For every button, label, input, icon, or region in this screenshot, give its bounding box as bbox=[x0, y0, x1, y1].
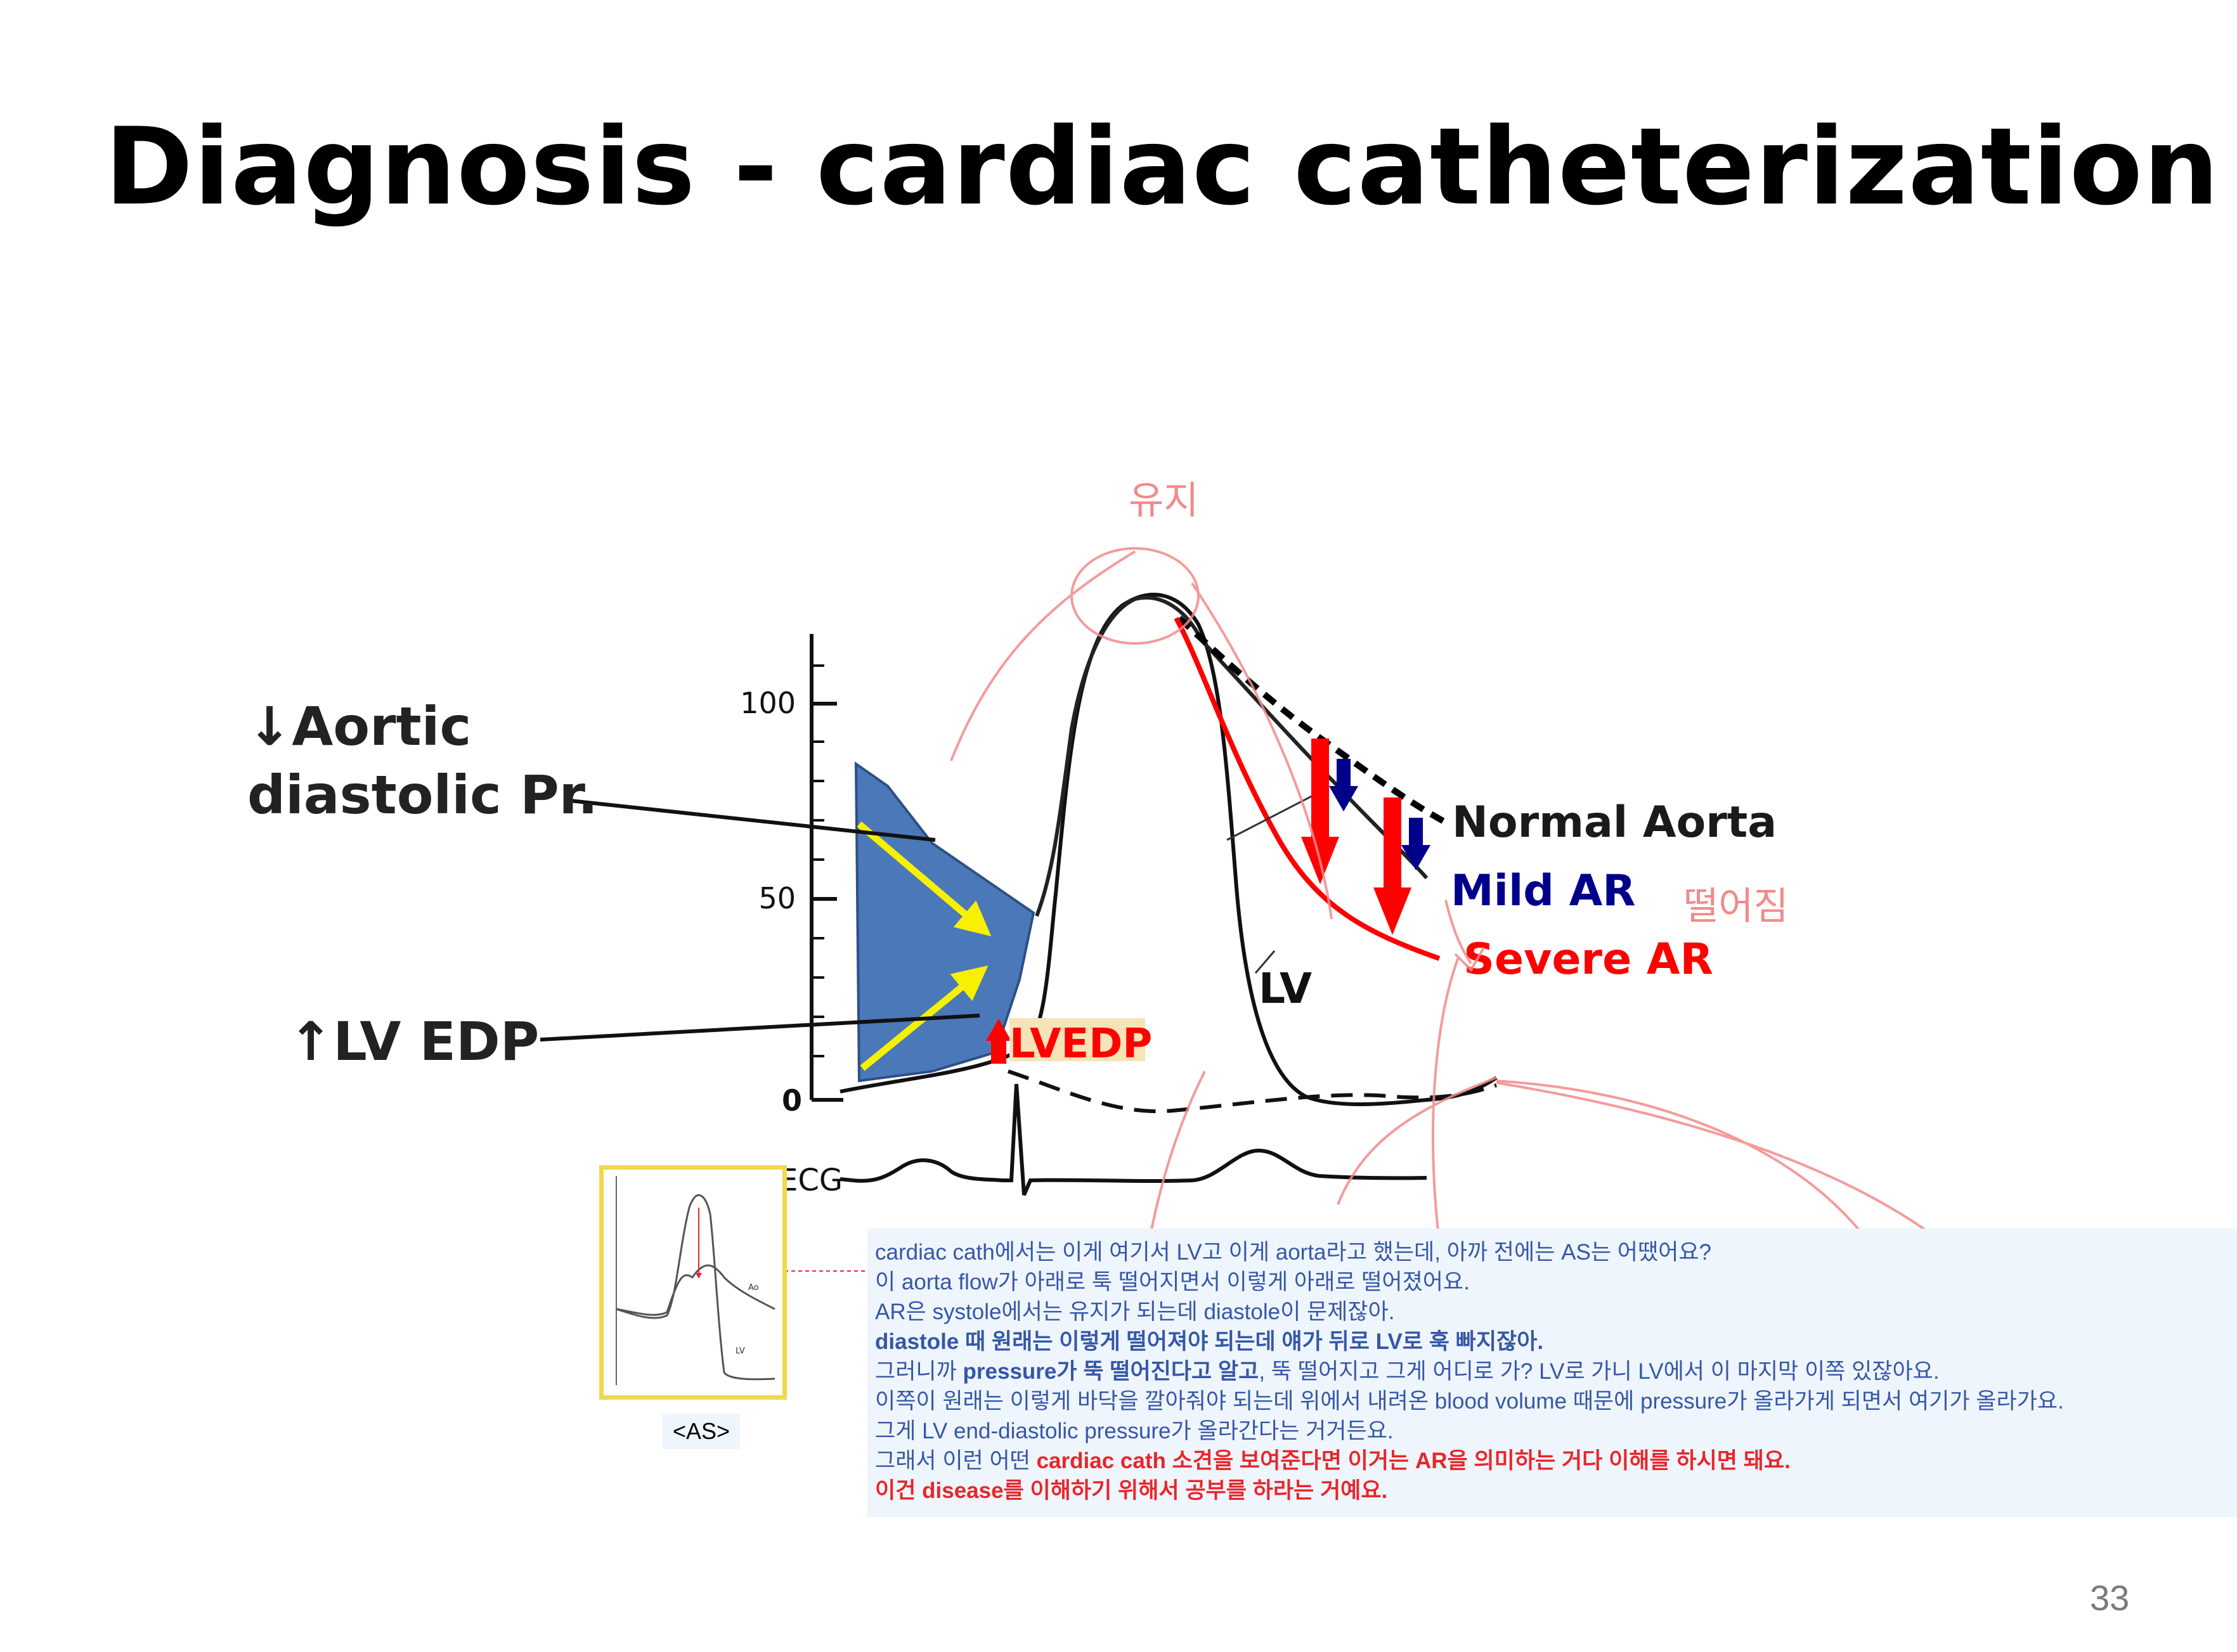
note-line-7: 그게 LV end-diastolic pressure가 올라간다는 거거든요… bbox=[875, 1419, 1394, 1443]
note-line-8b: cardiac cath 소견을 보여준다면 이거는 AR을 의미하는 거다 이… bbox=[1036, 1449, 1791, 1473]
note-line-1: cardiac cath에서는 이게 여기서 LV고 이게 aorta라고 했는… bbox=[875, 1240, 1712, 1265]
ecg-lead-line bbox=[840, 1177, 853, 1182]
note-line-5c: , 뚝 떨어지고 그게 어디로 가? LV로 가니 LV에서 이 마지막 이쪽 … bbox=[1259, 1359, 1940, 1384]
severe-ar-label: Severe AR bbox=[1463, 934, 1713, 984]
handwritten-right-note: 떨어짐 bbox=[1683, 884, 1789, 929]
mini-label-lv: LV bbox=[736, 1346, 745, 1356]
blue-down-arrow bbox=[1401, 818, 1430, 870]
pointer-lvedp bbox=[540, 1014, 980, 1042]
y-tick-0: 0 bbox=[782, 1083, 802, 1118]
lv-label: LV bbox=[1259, 964, 1312, 1013]
lvedp-label: LVEDP bbox=[1009, 1021, 1152, 1068]
lv-diastolic-dashed-curve bbox=[1008, 1069, 1497, 1113]
y-tick-100: 100 bbox=[740, 686, 796, 720]
y-axis bbox=[810, 634, 843, 1102]
lvedp-shaded-region bbox=[854, 761, 1035, 1083]
note-line-5b: pressure가 뚝 떨어진다고 알고 bbox=[963, 1359, 1259, 1384]
pointer-aortic bbox=[564, 798, 936, 842]
ecg-label: ECG bbox=[779, 1163, 843, 1198]
slide-title: Diagnosis - cardiac catheterization bbox=[105, 105, 2220, 229]
note-line-9: 이건 disease를 이해하기 위해서 공부를 하라는 거예요. bbox=[875, 1478, 1388, 1503]
lvedp-up-arrow bbox=[986, 1019, 1011, 1064]
note-line-5a: 그러니까 bbox=[875, 1359, 963, 1384]
page-number: 33 bbox=[2090, 1578, 2130, 1618]
note-line-4: diastole 때 원래는 이렇게 떨어져야 되는데 얘가 뒤로 LV로 훅 … bbox=[875, 1329, 1544, 1354]
normal-aorta-label: Normal Aorta bbox=[1452, 797, 1777, 848]
lecture-notes-box: cardiac cath에서는 이게 여기서 LV고 이게 aorta라고 했는… bbox=[867, 1229, 2237, 1517]
note-line-6: 이쪽이 원래는 이렇게 바닥을 깔아줘야 되는데 위에서 내려온 blood v… bbox=[875, 1389, 2064, 1414]
as-inset-thumbnail: Ao LV bbox=[599, 1165, 787, 1400]
lvedp-label-highlight bbox=[1009, 1018, 1145, 1061]
as-mini-waveform: Ao LV bbox=[616, 1176, 775, 1385]
note-line-2: 이 aorta flow가 아래로 툭 떨어지면서 이렇게 아래로 떨어졌어요. bbox=[875, 1270, 1470, 1294]
ecg-trace bbox=[852, 1083, 1427, 1196]
note-line-8a: 그래서 이런 어떤 bbox=[875, 1449, 1037, 1473]
lv-edp-label: ↑LV EDP bbox=[289, 1010, 539, 1073]
y-tick-50: 50 bbox=[758, 881, 796, 915]
aortic-diastolic-label-line1: ↓Aortic bbox=[247, 695, 471, 758]
note-line-8: 그래서 이런 어떤 cardiac cath 소견을 보여준다면 이거는 AR을… bbox=[875, 1446, 2229, 1476]
handwritten-top-note: 유지 bbox=[1129, 479, 1198, 523]
helper-line bbox=[1254, 950, 1276, 974]
severe-ar-red-curve bbox=[1174, 617, 1441, 961]
note-line-3: AR은 systole에서는 유지가 되는데 diastole이 문제잖아. bbox=[875, 1300, 1395, 1324]
yellow-arrow-upper bbox=[857, 821, 992, 937]
aortic-diastolic-label-line2: diastolic Pr. bbox=[247, 764, 598, 826]
mild-ar-label: Mild AR bbox=[1451, 866, 1636, 916]
blue-down-arrow bbox=[1329, 759, 1358, 811]
as-inset-label: <AS> bbox=[663, 1414, 740, 1449]
red-down-arrow bbox=[1373, 797, 1411, 935]
helper-line bbox=[1226, 788, 1326, 841]
mini-label-ao: Ao bbox=[748, 1283, 759, 1293]
note-line-5: 그러니까 pressure가 뚝 떨어진다고 알고, 뚝 떨어지고 그게 어디로… bbox=[875, 1357, 2229, 1386]
